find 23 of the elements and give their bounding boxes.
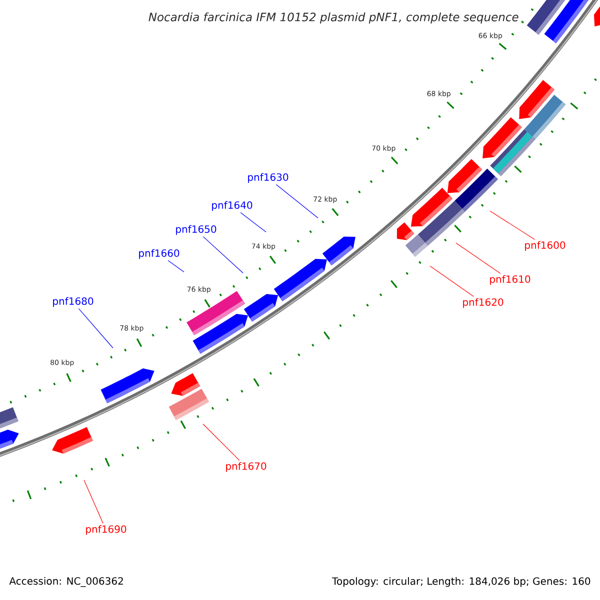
gene-label: pnf1620 [463,298,504,308]
gene-label: pnf1600 [525,241,566,251]
leader-line [78,308,114,348]
accession-text: Accession: NC_006362 [9,577,123,587]
summary-text: Topology: circular; Length: 184,026 bp; Genes: 160 [332,577,590,587]
gene-label: pnf1640 [212,201,252,211]
gene-label: pnf1660 [139,249,180,259]
gene-label: pnf1630 [248,173,288,183]
leader-line [490,210,536,240]
leader-line [168,260,184,272]
gene-label: pnf1690 [86,525,126,535]
gene-label: pnf1680 [53,297,94,307]
leader-line [276,184,318,218]
leader-line [456,242,501,274]
gene-label: pnf1610 [490,275,530,285]
leader-line [240,212,266,232]
title: Nocardia farcinica IFM 10152 plasmid pNF1, complete sequence [148,12,518,24]
leader-line [202,236,244,274]
gene-label: pnf1650 [176,225,216,235]
leader-line [202,424,240,461]
leader-line [84,480,104,524]
gene-label: pnf1670 [226,462,266,472]
leader-line [430,266,474,297]
